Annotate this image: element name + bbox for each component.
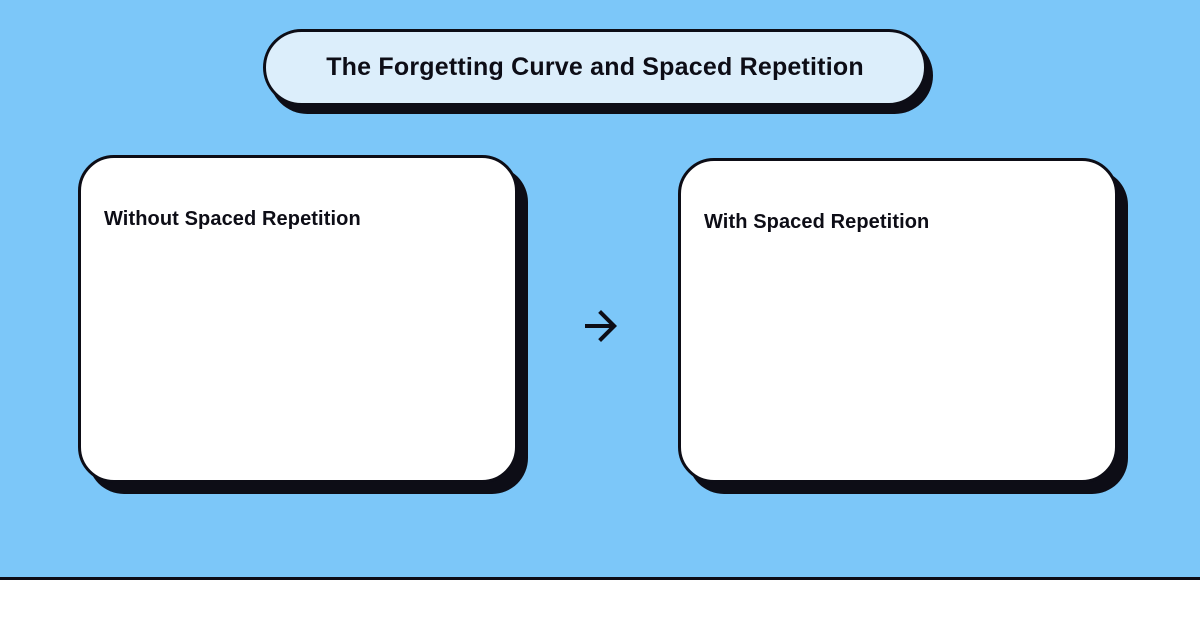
card-without-spaced-repetition: Without Spaced Repetition xyxy=(78,155,518,483)
card-heading: With Spaced Repetition xyxy=(704,211,930,233)
card-heading: Without Spaced Repetition xyxy=(104,208,361,230)
bottom-divider xyxy=(0,577,1200,580)
title-banner: The Forgetting Curve and Spaced Repetiti… xyxy=(263,29,927,106)
arrow-right-icon xyxy=(577,302,625,350)
page-title: The Forgetting Curve and Spaced Repetiti… xyxy=(326,53,864,81)
card-with-spaced-repetition: With Spaced Repetition xyxy=(678,158,1118,483)
footer-strip xyxy=(0,580,1200,630)
